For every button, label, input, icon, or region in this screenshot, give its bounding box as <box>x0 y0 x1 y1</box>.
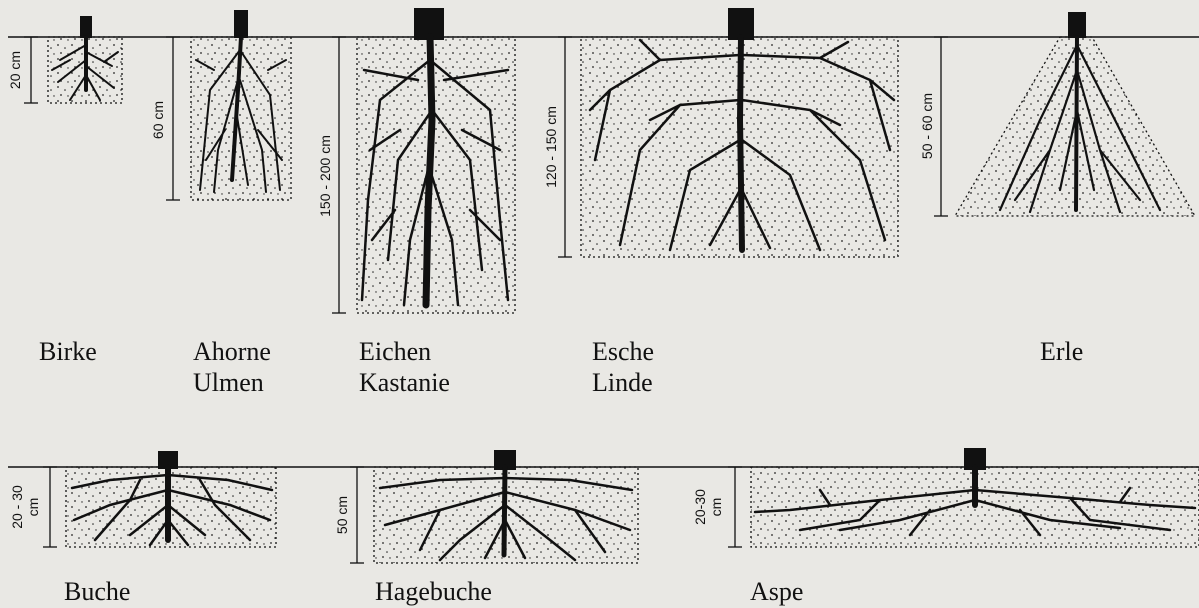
depth-label: 20 - 30 <box>9 485 25 529</box>
tree-esche: 120 - 150 cm <box>543 8 898 257</box>
tree-name: Ahorne <box>193 336 271 367</box>
depth-dimension: 150 - 200 cm <box>317 37 346 313</box>
tree-ahorne: 60 cm <box>150 10 291 200</box>
tree-name: Ulmen <box>193 367 271 398</box>
soil-box <box>357 37 515 313</box>
label-erle: Erle <box>1040 336 1083 367</box>
label-ahorne-ulmen: Ahorne Ulmen <box>193 336 271 398</box>
depth-dimension: 20 - 30 cm <box>9 467 57 547</box>
depth-label: 20-30 <box>692 489 708 525</box>
depth-label-unit: cm <box>25 498 41 517</box>
depth-label: 60 cm <box>150 101 166 139</box>
tree-birke: 20 cm <box>7 16 122 103</box>
tree-erle: 50 - 60 cm <box>919 12 1195 216</box>
depth-label: 150 - 200 cm <box>317 135 333 217</box>
tree-name: Erle <box>1040 336 1083 367</box>
tree-name: Buche <box>64 576 130 607</box>
tree-name: Aspe <box>750 576 803 607</box>
depth-label-unit: cm <box>708 498 724 517</box>
depth-dimension: 50 cm <box>334 467 364 563</box>
depth-label: 50 cm <box>334 496 350 534</box>
tree-name: Hagebuche <box>375 576 492 607</box>
depth-dimension: 50 - 60 cm <box>919 37 948 216</box>
label-buche: Buche <box>64 576 130 607</box>
depth-label: 20 cm <box>7 51 23 89</box>
depth-dimension: 20 cm <box>7 37 38 103</box>
label-esche-linde: Esche Linde <box>592 336 654 398</box>
label-birke: Birke <box>39 336 97 367</box>
depth-dimension: 120 - 150 cm <box>543 37 572 257</box>
tree-name: Esche <box>592 336 654 367</box>
tree-name: Linde <box>592 367 654 398</box>
depth-label: 50 - 60 cm <box>919 93 935 159</box>
depth-label: 120 - 150 cm <box>543 106 559 188</box>
label-hagebuche: Hagebuche <box>375 576 492 607</box>
depth-dimension: 20-30 cm <box>692 467 742 547</box>
label-aspe: Aspe <box>750 576 803 607</box>
tree-name: Birke <box>39 336 97 367</box>
tree-aspe: 20-30 cm <box>692 448 1199 547</box>
tree-eichen: 150 - 200 cm <box>317 8 515 313</box>
tree-buche: 20 - 30 cm <box>9 451 276 547</box>
label-eichen-kastanie: Eichen Kastanie <box>359 336 450 398</box>
tree-name: Kastanie <box>359 367 450 398</box>
tree-name: Eichen <box>359 336 450 367</box>
depth-dimension: 60 cm <box>150 37 180 200</box>
